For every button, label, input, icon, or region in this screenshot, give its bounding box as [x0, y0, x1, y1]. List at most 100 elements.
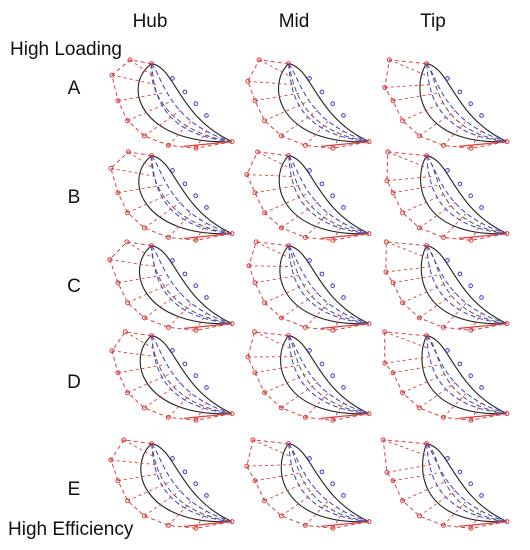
control-spoke	[305, 390, 331, 418]
control-spoke	[117, 184, 163, 194]
blade-cell-mid-c	[246, 239, 372, 333]
column-header-hub: Hub	[132, 11, 168, 32]
optimized-control-curve	[426, 335, 508, 415]
baseline-control-point	[115, 190, 121, 196]
blade-pressure-side	[419, 63, 508, 143]
control-spoke	[305, 118, 331, 146]
control-spoke	[386, 241, 428, 259]
row-label-b: B	[67, 187, 81, 208]
baseline-control-point	[165, 234, 171, 240]
baseline-control-point	[108, 457, 114, 463]
optimized-control-point	[182, 469, 188, 475]
baseline-control-point	[424, 333, 430, 339]
control-spoke	[254, 472, 300, 482]
control-spoke	[402, 481, 446, 502]
baseline-control-point	[302, 142, 308, 148]
control-spoke	[332, 507, 346, 529]
optimized-control-point	[457, 271, 463, 277]
control-spoke	[195, 127, 209, 149]
optimized-control-point	[479, 385, 484, 390]
control-spoke	[392, 364, 438, 374]
baseline-control-point	[302, 234, 308, 240]
optimized-control-point	[319, 271, 325, 277]
control-spoke	[443, 118, 469, 146]
baseline-control-point	[115, 370, 121, 376]
baseline-control-point	[124, 239, 130, 245]
optimized-control-point	[457, 181, 463, 187]
baseline-control-point	[193, 145, 199, 151]
blade-suction-side	[151, 335, 233, 415]
control-spoke	[144, 291, 181, 319]
baseline-control-point	[125, 149, 131, 155]
control-spoke	[127, 481, 171, 502]
baseline-control-point	[115, 98, 121, 104]
blade-pressure-side	[280, 443, 370, 523]
baseline-control-point	[165, 522, 171, 528]
baseline-control-point	[424, 153, 430, 159]
blade-pressure-side	[140, 443, 233, 523]
optimized-control-point	[468, 373, 474, 378]
optimized-control-curve	[151, 443, 233, 523]
baseline-control-polygon	[386, 151, 508, 241]
optimized-control-curve	[288, 155, 370, 235]
control-spoke	[144, 109, 181, 137]
optimized-control-curve	[288, 63, 370, 143]
baseline-control-point	[141, 315, 147, 321]
control-spoke	[392, 184, 438, 194]
optimized-control-point	[468, 193, 474, 198]
control-spoke	[254, 364, 300, 374]
control-spoke	[419, 381, 456, 409]
optimized-control-point	[307, 168, 312, 173]
baseline-control-point	[416, 513, 422, 519]
optimized-control-point	[204, 113, 209, 118]
baseline-control-point	[141, 133, 147, 139]
optimized-control-point	[307, 456, 312, 461]
baseline-control-point	[262, 498, 268, 504]
optimized-control-curve	[151, 155, 233, 235]
blade-pressure-side	[280, 335, 370, 415]
control-spoke	[470, 127, 484, 149]
blade-suction-side	[426, 335, 508, 415]
optimized-control-curve	[151, 245, 233, 325]
control-spoke	[264, 283, 308, 304]
optimized-control-curve	[288, 335, 370, 415]
control-spoke	[117, 274, 163, 284]
baseline-control-point	[252, 280, 258, 286]
control-spoke	[117, 472, 163, 482]
optimized-control-point	[479, 493, 484, 498]
control-spoke	[129, 59, 154, 77]
control-spoke	[254, 274, 300, 284]
control-spoke	[168, 390, 194, 418]
baseline-control-point	[440, 142, 446, 148]
trailing-edge-segment	[183, 412, 233, 419]
baseline-control-point	[125, 210, 131, 216]
baseline-control-point	[286, 61, 292, 67]
baseline-control-point	[385, 149, 391, 155]
blade-cell-hub-d	[109, 329, 235, 423]
baseline-control-point	[440, 234, 446, 240]
camber-line	[426, 335, 508, 415]
control-spoke	[248, 265, 294, 268]
optimized-control-point	[457, 361, 463, 367]
control-spoke	[305, 300, 331, 328]
trailing-edge-segment	[458, 412, 508, 419]
baseline-control-polygon	[109, 241, 233, 331]
control-spoke	[392, 92, 438, 102]
control-spoke	[385, 266, 432, 273]
baseline-control-point	[109, 348, 115, 354]
control-spoke	[144, 489, 181, 517]
baseline-control-point	[286, 441, 292, 447]
baseline-control-point	[193, 417, 199, 423]
trailing-edge-segment	[320, 140, 370, 147]
optimized-control-point	[204, 493, 209, 498]
control-spoke	[246, 464, 294, 467]
control-spoke	[247, 80, 294, 86]
control-spoke	[281, 489, 318, 517]
column-header-tip: Tip	[420, 11, 446, 32]
baseline-control-point	[384, 469, 390, 475]
blade-pressure-side	[139, 335, 233, 415]
baseline-control-point	[141, 513, 147, 519]
baseline-control-point	[107, 257, 113, 263]
baseline-control-point	[246, 263, 252, 269]
